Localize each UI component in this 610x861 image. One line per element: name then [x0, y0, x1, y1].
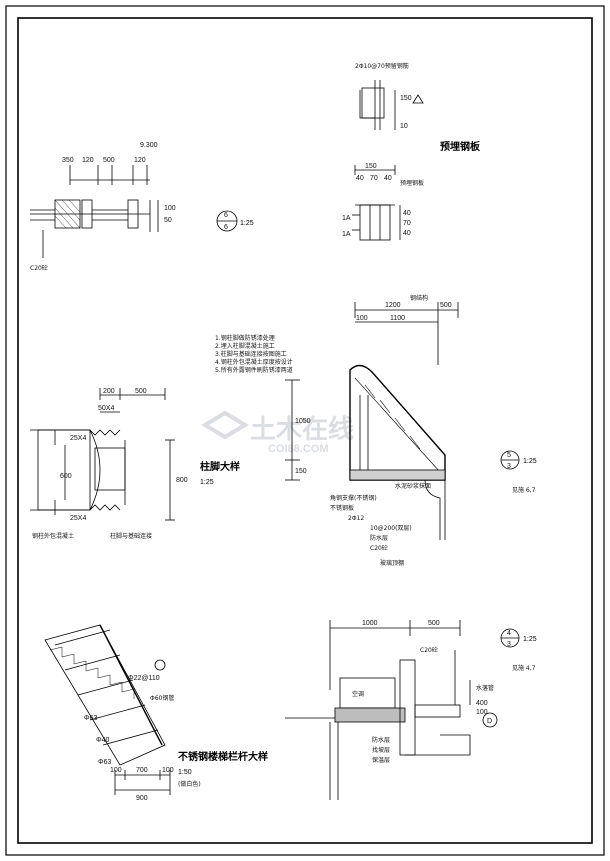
d4-label-5: 水落管: [476, 684, 494, 692]
d5-dim-top-1: 1200: [385, 302, 401, 309]
rail-dim-3: 100: [162, 767, 174, 774]
embed-dim-9: 40: [403, 230, 411, 237]
embed-detail: [352, 80, 424, 241]
col-dim-side-1: 25X4: [70, 435, 86, 442]
embed-dim-1: 150: [400, 95, 412, 102]
col-dim-side-3: 25X4: [70, 515, 86, 522]
embed-dim-4: 40: [356, 175, 364, 182]
d4-scale: 1:25: [523, 636, 537, 643]
d5-dim-v-2: 150: [295, 468, 307, 475]
rail-dim-1: 100: [110, 767, 122, 774]
d4-label-3: 保温层: [372, 756, 390, 764]
d6-number: 6: [224, 212, 228, 219]
col-dim-top-1: 200: [103, 388, 115, 395]
col-dim-top-3: 50X4: [98, 405, 114, 412]
col-left-label-2: 柱脚与基础连接: [110, 532, 152, 540]
d6-dim-2: 120: [82, 157, 94, 164]
rail-label-1: Φ63: [84, 715, 97, 722]
rail-dim-2: 700: [136, 767, 148, 774]
embed-dim-5: 70: [370, 175, 378, 182]
d5-label-2: 不锈钢板: [330, 504, 354, 512]
embed-mark-1: 1A: [342, 215, 351, 222]
col-note-3: 3.柱脚与基础连接按图施工: [215, 350, 287, 358]
d5-label-1: 角钢支撑(不锈钢): [330, 494, 377, 502]
rail-scale: 1:50: [178, 769, 192, 776]
col-dim-right: 800: [176, 477, 188, 484]
inner-border: [17, 17, 593, 844]
embed-dim-7: 40: [403, 210, 411, 217]
col-note-1: 1.钢柱脚做防锈漆处理: [215, 334, 275, 342]
d5-dim-top-2: 500: [440, 302, 452, 309]
embed-dim-6: 40: [384, 175, 392, 182]
d5-scale: 1:25: [523, 458, 537, 465]
d5-label-4: 10@200(双层): [370, 525, 412, 532]
d6-label: C20砼: [30, 264, 48, 272]
detail-6: [30, 165, 238, 258]
watermark-sub: COI88.COM: [268, 443, 329, 455]
d5-label-8: 钢结构: [410, 294, 428, 302]
d5-label-9: 水泥砂浆抹面: [395, 482, 431, 490]
col-note-5: 5.所有外露钢件刷防锈漆两道: [215, 366, 293, 374]
rail-label-2: Φ40: [96, 737, 109, 744]
d4-dim-1: 1000: [362, 620, 378, 627]
col-title: 柱脚大样: [200, 460, 240, 473]
d6-dim-3: 500: [103, 157, 115, 164]
d4-number: 4: [507, 630, 511, 637]
d4-label-2: 找坡层: [372, 746, 390, 754]
d5-label-5: 防水层: [370, 534, 388, 542]
rail-label-4: Φ22@110: [128, 675, 160, 682]
d6-elev: 9.300: [140, 142, 158, 149]
rail-title: 不锈钢楼梯栏杆大样: [178, 750, 268, 763]
col-dim-top-2: 500: [135, 388, 147, 395]
d6-sheet: 6: [224, 224, 228, 231]
d5-label-3: 2Φ12: [348, 515, 364, 522]
col-left-label-1: 钢柱外包混凝土: [32, 532, 74, 540]
d4-room: 空调: [352, 690, 364, 698]
embed-mark-2: 1A: [342, 231, 351, 238]
d4-dim-v-1: 400: [476, 700, 488, 707]
rail-label-5: Φ60钢管: [150, 694, 174, 702]
col-scale: 1:25: [200, 479, 214, 486]
d6-dim-1: 350: [62, 157, 74, 164]
d5-label-7: 玻璃顶棚: [380, 559, 404, 567]
d4-dim-v-2: 100: [476, 709, 488, 716]
column-detail: [30, 388, 175, 521]
embed-dim-8: 70: [403, 220, 411, 227]
col-dim-side-2: 600: [60, 473, 72, 480]
d5-number: 5: [507, 452, 511, 459]
d5-sheet: 3: [507, 463, 511, 470]
d4-label-1: 防水层: [372, 736, 390, 744]
d6-side-2: 50: [164, 217, 172, 224]
d5-dim-v-1: 1050: [295, 418, 311, 425]
outer-border: [5, 5, 605, 856]
d5-ref: 见施 6,7: [512, 486, 536, 494]
d4-ref: 见施 4,7: [512, 664, 536, 672]
rail-subtitle: (做白色): [178, 780, 201, 788]
d4-sheet: 3: [507, 641, 511, 648]
rail-dim-4: 900: [136, 795, 148, 802]
rail-label-3: Φ63: [98, 759, 111, 766]
detail-5: [285, 302, 520, 540]
col-note-4: 4.钢柱外包混凝土厚度按设计: [215, 358, 293, 366]
embed-title: 预埋钢板: [440, 140, 481, 153]
embed-dim-3: 150: [365, 163, 377, 170]
detail-4: [285, 620, 498, 800]
embed-label-1: 2Φ10@70预留钢筋: [355, 62, 409, 70]
embed-label-0: 预埋钢板: [400, 179, 424, 187]
d4-axis: D: [487, 718, 492, 725]
d4-label-4: C20砼: [420, 646, 438, 654]
watermark: 土木在线 COI88.COM: [201, 410, 354, 455]
watermark-main: 土木在线: [250, 414, 354, 444]
d6-scale: 1:25: [240, 220, 254, 227]
d5-dim-sub-1: 100: [356, 315, 368, 322]
d4-dim-2: 500: [428, 620, 440, 627]
embed-dim-2: 10: [400, 123, 408, 130]
railing-detail: [44, 624, 171, 795]
d5-label-6: C20砼: [370, 544, 388, 552]
d6-side-1: 100: [164, 205, 176, 212]
d5-dim-sub-2: 1100: [390, 315, 405, 322]
d6-dim-4: 120: [134, 157, 146, 164]
col-note-2: 2.埋入柱脚混凝土施工: [215, 342, 275, 350]
